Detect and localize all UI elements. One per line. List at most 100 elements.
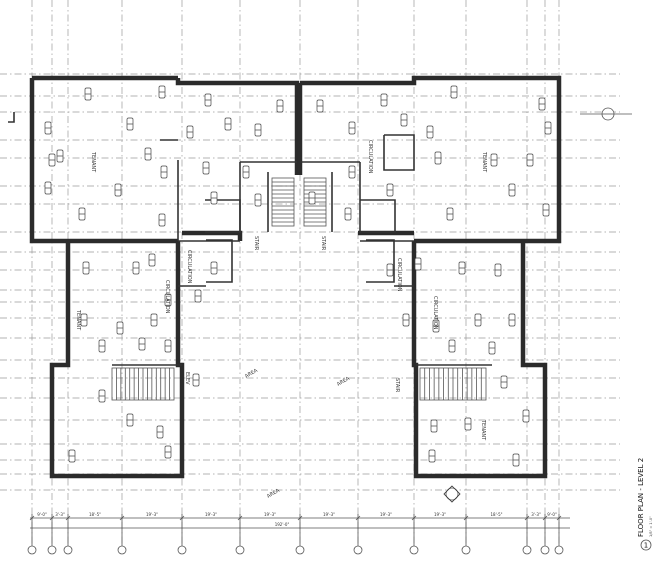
room-tag <box>44 121 52 135</box>
column-gridlines-vertical <box>31 0 560 545</box>
dimension-segment-label: 19'-3" <box>205 512 217 517</box>
room-tag <box>126 117 134 131</box>
room-tag <box>316 99 324 113</box>
room-tag <box>158 213 166 227</box>
room-tag <box>544 121 552 135</box>
room-tag <box>186 125 194 139</box>
room-label-stair-1: STAIR <box>253 236 259 251</box>
room-tag <box>164 339 172 353</box>
dimension-slash <box>119 515 125 521</box>
room-tag <box>448 339 456 353</box>
stair-east <box>419 367 487 401</box>
room-label-stair-3: STAIR <box>394 378 400 393</box>
room-tag <box>430 419 438 433</box>
room-tag <box>116 321 124 335</box>
dimension-slash <box>29 515 35 521</box>
room-tag <box>402 313 410 327</box>
stair-north-left <box>271 177 295 227</box>
grid-bubble <box>461 545 471 555</box>
dimension-segment-label: 3'-3" <box>531 512 541 517</box>
room-tag <box>56 149 64 163</box>
room-label-tenant-se: TENANT <box>480 419 486 441</box>
room-tag <box>160 165 168 179</box>
dimension-string: 9'-0"3'-3"18'-5"19'-3"19'-3"19'-3"19'-3"… <box>29 512 570 532</box>
room-tag <box>192 373 200 387</box>
elevation-marker-east <box>580 107 632 121</box>
room-tag <box>44 181 52 195</box>
room-tag <box>204 93 212 107</box>
room-tag <box>144 147 152 161</box>
room-label-circ-4: CIRCULATION <box>367 140 373 174</box>
room-tag <box>446 207 454 221</box>
dimension-segment-label: 19'-3" <box>323 512 335 517</box>
room-tag <box>464 417 472 431</box>
room-tag <box>490 153 498 167</box>
grid-bubble <box>47 545 57 555</box>
dimension-slash <box>556 515 562 521</box>
room-tag <box>202 161 210 175</box>
view-title: FLOOR PLAN - LEVEL 2 <box>637 458 645 537</box>
room-tag <box>308 191 316 205</box>
room-tag <box>522 409 530 423</box>
grid-bubble <box>235 545 245 555</box>
room-tag <box>132 261 140 275</box>
room-tag <box>80 313 88 327</box>
room-tag <box>500 375 508 389</box>
room-label-tenant-ne: TENANT <box>481 151 487 173</box>
dimension-slash <box>463 515 469 521</box>
grid-bubble <box>63 545 73 555</box>
room-tag <box>488 341 496 355</box>
room-tag <box>512 453 520 467</box>
room-tag <box>386 263 394 277</box>
room-tag <box>164 445 172 459</box>
room-tag <box>400 113 408 127</box>
gridline-bubbles <box>27 532 564 555</box>
section-marker-west <box>8 112 15 123</box>
room-tag <box>432 319 440 333</box>
room-tag <box>386 183 394 197</box>
room-tag <box>508 183 516 197</box>
room-tag <box>508 313 516 327</box>
dimension-segment-label: 18'-5" <box>490 512 502 517</box>
room-label-circ-3: CIRCULATION <box>432 296 438 330</box>
interior-partitions <box>112 134 492 366</box>
room-tag <box>414 257 422 271</box>
dimension-segment-label: 18'-5" <box>89 512 101 517</box>
room-tag <box>348 165 356 179</box>
room-tag <box>538 97 546 111</box>
grid-bubble <box>117 545 127 555</box>
room-tag <box>348 121 356 135</box>
room-tag <box>98 339 106 353</box>
grid-bubble <box>27 545 37 555</box>
room-tag <box>68 449 76 463</box>
room-tag <box>542 203 550 217</box>
dimension-slash <box>237 515 243 521</box>
room-tag <box>78 207 86 221</box>
room-label-circ-1: CIRCULATION <box>164 280 170 314</box>
room-tag <box>210 261 218 275</box>
room-tags <box>44 85 552 467</box>
room-tag <box>156 425 164 439</box>
dimension-slash <box>297 515 303 521</box>
room-tag <box>344 207 352 221</box>
room-tag <box>224 117 232 131</box>
dimension-slash <box>411 515 417 521</box>
room-tag <box>242 165 250 179</box>
room-tag <box>150 313 158 327</box>
dimension-slash <box>49 515 55 521</box>
room-tag <box>148 253 156 267</box>
room-tag <box>494 263 502 277</box>
grid-bubble <box>295 545 305 555</box>
room-tag <box>82 261 90 275</box>
view-scale: 1/8" = 1'-0" <box>649 516 653 537</box>
dimension-segment-label: 19'-3" <box>264 512 276 517</box>
room-tag <box>164 293 172 307</box>
grid-bubble <box>540 545 550 555</box>
dimension-segment-label: 19'-3" <box>434 512 446 517</box>
view-number: 1 <box>644 542 648 550</box>
view-title-block: 1 FLOOR PLAN - LEVEL 2 1/8" = 1'-0" <box>637 458 653 551</box>
room-tag <box>450 85 458 99</box>
dimension-segment-label: 19'-3" <box>146 512 158 517</box>
room-tag <box>48 153 56 167</box>
